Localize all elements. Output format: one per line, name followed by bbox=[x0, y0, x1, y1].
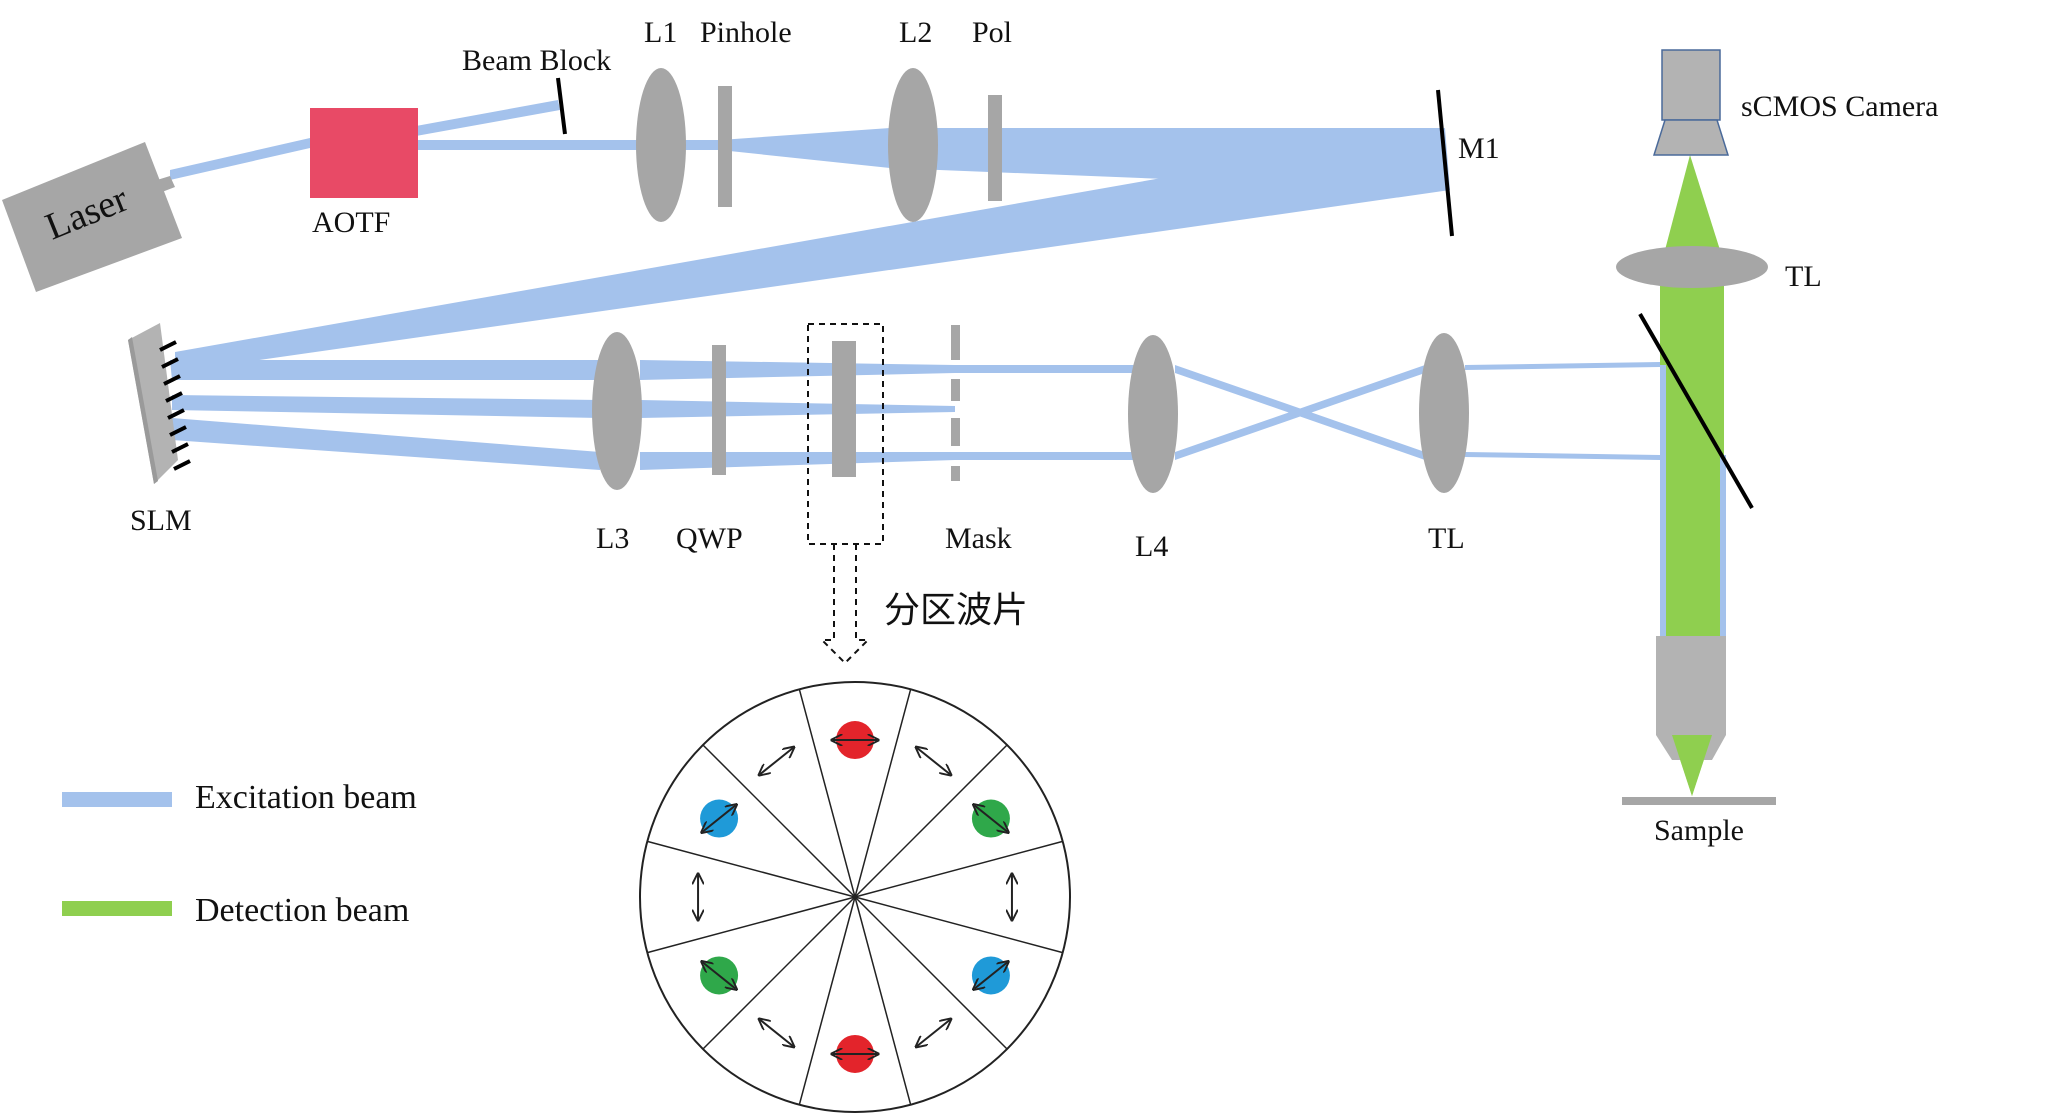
beam-l1-l2 bbox=[656, 128, 890, 168]
scmos-camera: sCMOS Camera bbox=[1652, 49, 1939, 156]
segmented-waveplate bbox=[832, 341, 856, 477]
lens-l2 bbox=[888, 68, 938, 222]
waveplate-outline bbox=[639, 681, 1071, 1113]
mask-label: Mask bbox=[945, 522, 1012, 555]
slm-label: SLM bbox=[130, 504, 192, 537]
lens-l4 bbox=[1128, 335, 1178, 493]
legend-label-detection: Detection beam bbox=[195, 892, 409, 929]
polarization-arrow bbox=[760, 748, 793, 774]
pinhole-label: Pinhole bbox=[700, 16, 792, 49]
waveplate-divider bbox=[798, 896, 856, 1105]
beam-l3-mask-bot bbox=[640, 452, 955, 470]
beam-slm-l3-top bbox=[170, 360, 600, 380]
tube-lens-top bbox=[1616, 246, 1768, 288]
waveplate-divider bbox=[702, 896, 856, 1050]
waveplate-divider bbox=[854, 689, 912, 898]
objective bbox=[1656, 636, 1726, 760]
detection-beam-upper bbox=[1665, 155, 1720, 250]
dashed-box bbox=[807, 323, 884, 545]
waveplate-divider bbox=[854, 896, 1008, 1050]
aotf bbox=[310, 108, 418, 198]
excitation-down-left bbox=[1660, 365, 1666, 637]
dashed-arrow bbox=[819, 544, 871, 665]
l4-label: L4 bbox=[1135, 530, 1168, 563]
lens-l3 bbox=[592, 332, 642, 490]
polarization-arrow bbox=[974, 805, 1007, 831]
laser: Laser bbox=[2, 142, 182, 292]
waveplate-divider bbox=[798, 689, 856, 898]
laser-nozzle bbox=[157, 176, 175, 192]
beam-tl-dichroic-bot bbox=[1465, 452, 1660, 460]
beam-mask-l4-top bbox=[955, 365, 1140, 373]
aotf-label: AOTF bbox=[312, 206, 390, 239]
beam-slm-l3-mid bbox=[172, 395, 600, 418]
laser-body bbox=[2, 142, 182, 292]
polarization-arrow bbox=[917, 1020, 950, 1046]
beam-l3-mask-top bbox=[640, 360, 955, 380]
beam-slm-l3-bot bbox=[172, 418, 600, 470]
polarization-arrow bbox=[917, 748, 950, 774]
beam-mask-l4-bot bbox=[955, 452, 1140, 460]
m1-label: M1 bbox=[1458, 132, 1500, 165]
camera-body bbox=[1661, 49, 1721, 121]
beam-tl-dichroic-top bbox=[1465, 362, 1660, 370]
slm-grating bbox=[159, 340, 191, 471]
legend-label-excitation: Excitation beam bbox=[195, 779, 417, 816]
waveplate-divider bbox=[702, 744, 856, 898]
sample-slide bbox=[1622, 797, 1776, 805]
waveplate-divider bbox=[854, 896, 912, 1105]
pol-label: Pol bbox=[972, 16, 1012, 49]
l1-label: L1 bbox=[644, 16, 677, 49]
l2-label: L2 bbox=[899, 16, 932, 49]
waveplate-circle bbox=[639, 681, 1071, 1113]
beam-block-label: Beam Block bbox=[462, 44, 611, 77]
waveplate-divider bbox=[854, 896, 1063, 954]
camera-mount bbox=[1652, 119, 1730, 156]
pinhole bbox=[718, 86, 732, 207]
beam-l3-mask-mid bbox=[640, 400, 955, 418]
tube-lens-mid bbox=[1419, 333, 1469, 493]
slm-body bbox=[128, 323, 178, 484]
slm-side bbox=[128, 337, 158, 484]
legend-swatch-excitation bbox=[62, 792, 172, 807]
polarizer bbox=[988, 95, 1002, 201]
polarization-arrow bbox=[760, 1020, 793, 1046]
qwp bbox=[712, 345, 726, 475]
waveplate-divider bbox=[647, 896, 856, 954]
sample-label: Sample bbox=[1654, 814, 1744, 847]
beam-aotf-block bbox=[416, 100, 560, 136]
waveplate-divider bbox=[854, 744, 1008, 898]
l3-label: L3 bbox=[596, 522, 629, 555]
mirror-m1 bbox=[1436, 89, 1454, 237]
segmented-waveplate-inset: 分区波片 bbox=[807, 323, 1028, 665]
mask bbox=[951, 325, 960, 481]
objective-tip bbox=[1672, 735, 1712, 796]
waveplate-divider bbox=[854, 840, 1063, 898]
beam-l4-tl-b bbox=[1175, 365, 1425, 460]
polarization-arrow bbox=[974, 962, 1007, 988]
detection-beam-column bbox=[1660, 285, 1724, 637]
qwp-label: QWP bbox=[676, 522, 743, 555]
polarization-arrow bbox=[703, 805, 736, 831]
legend-swatch-detection bbox=[62, 901, 172, 916]
beam-block bbox=[556, 77, 567, 135]
slm: SLM bbox=[128, 323, 192, 537]
waveplate-divider bbox=[647, 840, 856, 898]
beam-m1-slm bbox=[175, 128, 1450, 372]
tl-top-label: TL bbox=[1785, 260, 1822, 293]
camera-label: sCMOS Camera bbox=[1741, 90, 1939, 123]
excitation-down-right bbox=[1720, 455, 1726, 637]
beam-aotf-l1 bbox=[416, 140, 656, 150]
beam-laser-aotf bbox=[170, 138, 310, 180]
tl-mid-label: TL bbox=[1428, 522, 1465, 555]
legend: Excitation beam Detection beam bbox=[62, 779, 417, 929]
lens-l1 bbox=[636, 68, 686, 222]
dichroic-mirror bbox=[1638, 313, 1754, 509]
segmented-waveplate-label: 分区波片 bbox=[884, 590, 1028, 631]
polarization-arrow bbox=[703, 962, 736, 988]
